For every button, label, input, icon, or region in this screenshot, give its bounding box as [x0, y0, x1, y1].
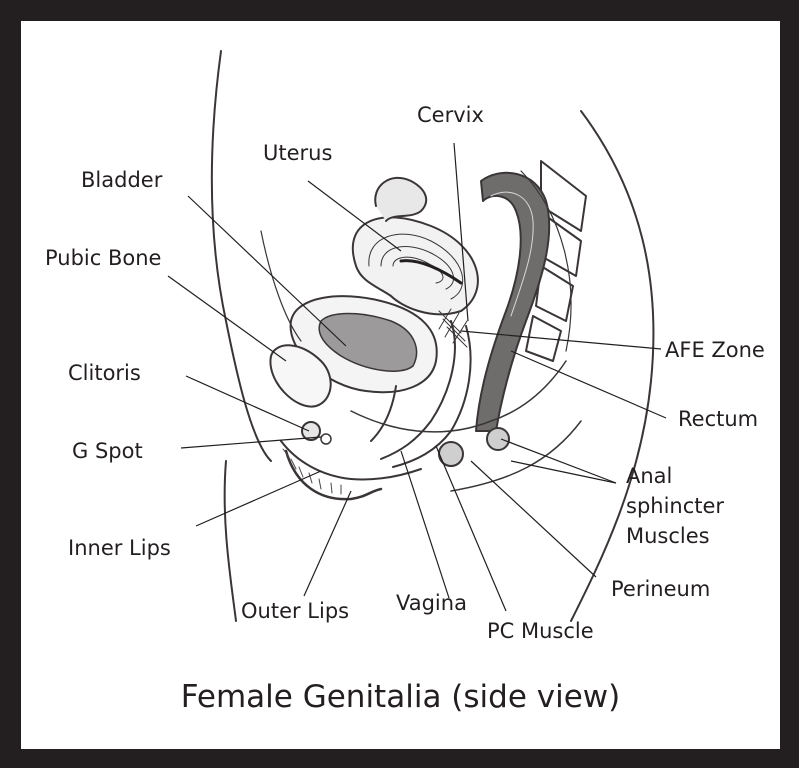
- label-g-spot: G Spot: [72, 439, 143, 463]
- leader-rectum: [511, 351, 666, 418]
- leader-anal-2: [511, 461, 616, 483]
- label-cervix: Cervix: [417, 103, 484, 127]
- label-clitoris: Clitoris: [68, 361, 141, 385]
- label-uterus: Uterus: [263, 141, 332, 165]
- leader-inner-lips: [196, 471, 321, 526]
- urethra: [371, 386, 396, 441]
- leader-g-spot: [181, 437, 321, 448]
- label-inner-lips: Inner Lips: [68, 536, 171, 560]
- g-spot-structure: [321, 434, 331, 444]
- label-bladder: Bladder: [81, 168, 162, 192]
- anal-sphincter-body: [487, 428, 509, 450]
- body-outline-front: [212, 51, 271, 461]
- label-anal-sphincter-line-1: Anal: [626, 461, 724, 491]
- leader-bladder: [188, 196, 346, 346]
- diagram-panel: Cervix Uterus Bladder Pubic Bone Clitori…: [21, 21, 780, 749]
- label-pubic-bone: Pubic Bone: [45, 246, 161, 270]
- label-afe-zone: AFE Zone: [665, 338, 765, 362]
- pubic-hair: [283, 449, 341, 494]
- rectum: [476, 173, 549, 431]
- leader-perineum: [471, 461, 596, 577]
- leader-vagina: [401, 451, 449, 598]
- leader-pubic-bone: [168, 276, 286, 361]
- buttock-line: [451, 421, 581, 491]
- label-anal-sphincter-line-3: Muscles: [626, 521, 724, 551]
- label-outer-lips: Outer Lips: [241, 599, 349, 623]
- label-anal-sphincter: Anal sphincter Muscles: [626, 461, 724, 551]
- leader-pc-muscle: [436, 446, 506, 611]
- anatomy-illustration: [21, 21, 780, 749]
- leader-outer-lips: [304, 491, 351, 596]
- label-rectum: Rectum: [678, 407, 758, 431]
- fallopian-tube: [375, 178, 426, 221]
- label-anal-sphincter-line-2: sphincter: [626, 491, 724, 521]
- diagram-title: Female Genitalia (side view): [21, 679, 780, 715]
- label-vagina: Vagina: [396, 591, 467, 615]
- label-perineum: Perineum: [611, 577, 710, 601]
- label-pc-muscle: PC Muscle: [487, 619, 594, 643]
- body-outline-leg: [225, 461, 236, 621]
